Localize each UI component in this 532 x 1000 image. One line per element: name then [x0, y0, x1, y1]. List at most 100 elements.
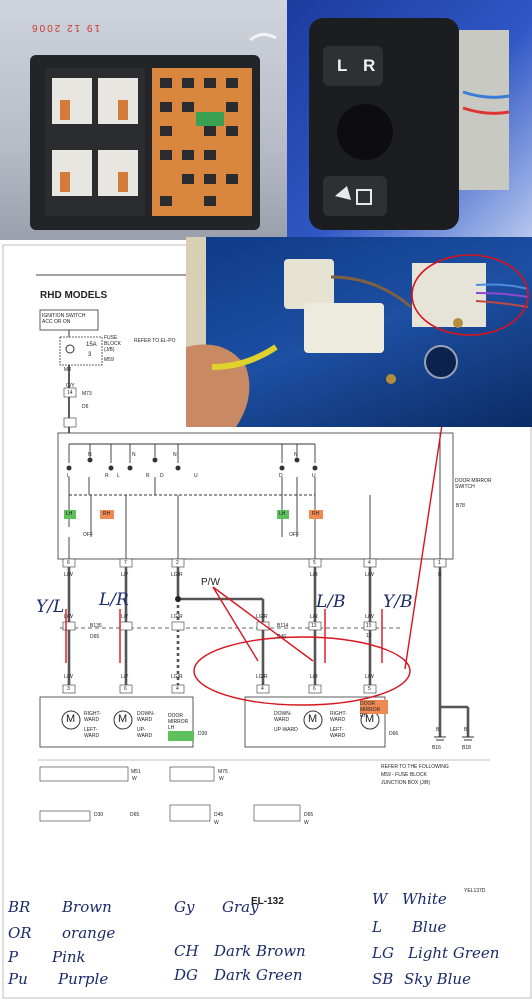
pin-top-5: 5 — [313, 560, 316, 566]
pin-13-label: 13 — [311, 623, 317, 629]
conn-d46-label: D46 — [277, 634, 287, 640]
switch-pin-l1: L — [67, 473, 70, 479]
legend-name-sb: Sky Blue — [404, 970, 471, 988]
motor-m2: M — [118, 713, 128, 725]
motor-m3: M — [308, 713, 318, 725]
legend-code-gy: Gy — [174, 898, 195, 916]
motor-right-1b-label: UP-WARD — [274, 727, 298, 733]
lh-tag-left: LH — [66, 511, 73, 517]
mirror-switch-drawing — [309, 18, 510, 230]
connector-photo — [186, 237, 532, 427]
motor-m1: M — [66, 713, 76, 725]
off-label-right: OFF — [289, 532, 299, 538]
legend-name-pu: Purple — [58, 970, 109, 988]
wire-lr-mid: L/R — [310, 614, 318, 620]
legend-code-p: P — [8, 948, 19, 966]
pin-12-label: 12 — [366, 633, 372, 639]
pin-top-6: 6 — [67, 560, 70, 566]
switch-pin-u2: U — [312, 473, 316, 479]
pin-bottom-3: 3 — [67, 686, 70, 692]
switch-pin-d1: D — [160, 473, 164, 479]
annotation-yb: Y/B — [383, 592, 413, 612]
conn-m75-label: M75 — [218, 769, 228, 775]
pin-top-4: 4 — [368, 560, 371, 566]
rh-tag-right: RH — [312, 511, 320, 517]
wire-lgr-bottom2: LG/R — [256, 674, 268, 680]
conn-d65-label: D65 — [90, 634, 100, 640]
pin-bottom-6: 6 — [124, 686, 127, 692]
refer-following-label: REFER TO THE FOLLOWING — [381, 764, 449, 770]
ground-b18-label: B18 — [462, 745, 471, 751]
page-number: EL-132 — [251, 896, 284, 907]
motor-left-1b-label: LEFT-WARD — [84, 727, 100, 739]
wire-lgr-mid: LG/R — [171, 614, 183, 620]
annotation-lr: L/R — [99, 590, 129, 610]
switch-pin-n1: N — [88, 452, 92, 458]
switch-pin-u1: U — [194, 473, 198, 479]
wire-ly-mid: L/Y — [121, 614, 129, 620]
switch-key-l: L — [337, 56, 348, 75]
conn-m51-label: M51 — [131, 769, 141, 775]
annotation-lb: L/B — [316, 592, 346, 612]
wire-lw-bottom: L/W — [64, 674, 73, 680]
refer-fuse-label: M59 - FUSE BLOCK — [381, 772, 427, 778]
wire-b-ground2: B — [464, 727, 468, 733]
pin-bottom-4b: 4 — [261, 686, 264, 692]
fuse-no-label: 3 — [88, 352, 92, 358]
switch-pin-n3: N — [173, 452, 177, 458]
legend-code-br: BR — [8, 898, 31, 916]
motor-left-2b-label: UP-WARD — [137, 727, 153, 739]
wire-lgr-mid2: LG/R — [256, 614, 268, 620]
conn-d45-w: W — [214, 820, 219, 826]
conn-14-label: 14 — [67, 390, 73, 396]
ground-b16-label: B16 — [432, 745, 441, 751]
motor-m4: M — [365, 713, 375, 725]
pin-15-label: 15 — [366, 623, 372, 629]
mirror-switch-photo: L R — [287, 0, 532, 240]
wire-gy-label: G/Y — [66, 383, 75, 389]
conn-b135-label: B135 — [90, 623, 102, 629]
legend-name-dg: Dark Green — [214, 966, 303, 984]
wire-lr-bottom: L/R — [310, 674, 318, 680]
motor-left-2-label: DOWN-WARD — [137, 711, 155, 723]
off-label-left: OFF — [83, 532, 93, 538]
legend-code-lg: LG — [372, 944, 394, 962]
wire-b-ground1: B — [436, 727, 440, 733]
legend-code-pu: Pu — [8, 970, 28, 988]
wire-lgr-bottom: LG/R — [171, 674, 183, 680]
conn-d65c-w: W — [304, 820, 309, 826]
legend-name-p: Pink — [52, 948, 86, 966]
conn-d65b-label: D65 — [130, 812, 140, 818]
switch-key-r: R — [363, 56, 376, 75]
refer-label: REFER TO EL-PO — [134, 338, 176, 344]
legend-code-ch: CH — [174, 942, 199, 960]
wire-lw-top: L/W — [64, 572, 73, 578]
conn-m75-w: W — [219, 776, 224, 782]
conn-d5-label: D5 — [82, 404, 89, 410]
wire-ly-bottom: L/Y — [121, 674, 129, 680]
conn-m73-label: M73 — [82, 391, 92, 397]
legend-name-or: orange — [62, 924, 116, 942]
pin-bottom-4a: 4 — [176, 686, 179, 692]
ignition-label: IGNITION SWITCH ACC OR ON — [42, 313, 86, 325]
legend-name-gy: Gray — [222, 898, 259, 916]
right-mirror-ref: D66 — [389, 731, 399, 737]
legend-name-w: White — [402, 890, 447, 908]
switch-pin-l2: L — [117, 473, 120, 479]
fuse-block-label: FUSE BLOCK (J/B) — [104, 335, 121, 353]
conn-m51-w: W — [132, 776, 137, 782]
fuse-block-drawing — [30, 33, 277, 230]
conn-d65c-label: D65 — [304, 812, 314, 818]
fuse-amp-label: 15A — [86, 342, 97, 348]
right-mirror-label: DOOR MIRROR RH — [360, 701, 381, 719]
legend-code-l: L — [372, 918, 382, 936]
switch-ref-label: B78 — [456, 503, 465, 509]
legend-name-br: Brown — [62, 898, 112, 916]
legend-code-w: W — [372, 890, 388, 908]
pin-top-7: 7 — [124, 560, 127, 566]
fuse-block-photo: 19 12 2006 — [0, 0, 287, 240]
connector-drawing — [186, 237, 529, 427]
diagram-title: RHD MODELS — [40, 290, 108, 301]
refer-junction-label: JUNCTION BOX (J/B) — [381, 780, 431, 786]
left-mirror-label: DOOR MIRROR LH — [168, 713, 189, 731]
